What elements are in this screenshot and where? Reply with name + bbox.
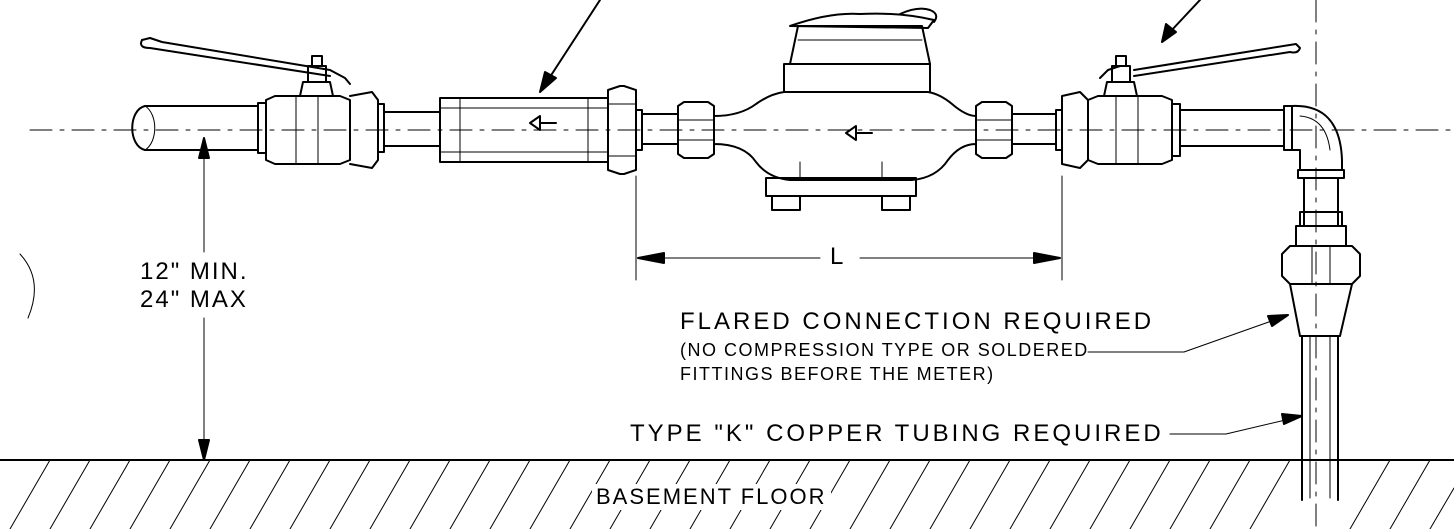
flared-note-title: FLARED CONNECTION REQUIRED [680, 308, 1155, 335]
tubing-note: TYPE "K" COPPER TUBING REQUIRED [630, 420, 1164, 447]
water-meter [713, 7, 977, 211]
elbow-fitting [1291, 104, 1345, 179]
length-dimension-line [635, 175, 1063, 281]
basement-floor-label: BASEMENT FLOOR [592, 484, 831, 510]
vertical-pipe [1299, 177, 1343, 227]
tailpiece-right [975, 101, 1063, 159]
pipe-nipple-1 [383, 111, 441, 147]
height-min-label: 12" MIN. [140, 258, 249, 285]
height-max-label: 24" MAX [140, 286, 248, 313]
partial-arc [19, 253, 35, 319]
inlet-pipe [131, 105, 259, 151]
top-leader-right [1161, 0, 1201, 43]
tailpiece-left [641, 101, 715, 159]
height-dimension-line [198, 137, 210, 461]
flared-note-line3: FITTINGS BEFORE THE METER) [680, 364, 995, 384]
copper-tubing [1301, 335, 1339, 499]
basement-floor [0, 459, 1454, 529]
top-leader-left [539, 0, 601, 93]
flared-note-leader [1087, 314, 1289, 353]
left-ball-valve [140, 37, 385, 169]
flare-fitting [1289, 283, 1353, 337]
flared-note-line2: (NO COMPRESSION TYPE OR SOLDERED [680, 340, 1089, 360]
right-ball-valve [1061, 43, 1301, 169]
union-nut-left [607, 85, 643, 175]
length-dimension-label: L [824, 243, 850, 271]
outlet-pipe [1179, 105, 1293, 151]
flare-nut [1281, 225, 1361, 285]
tubing-note-leader [1169, 413, 1303, 435]
